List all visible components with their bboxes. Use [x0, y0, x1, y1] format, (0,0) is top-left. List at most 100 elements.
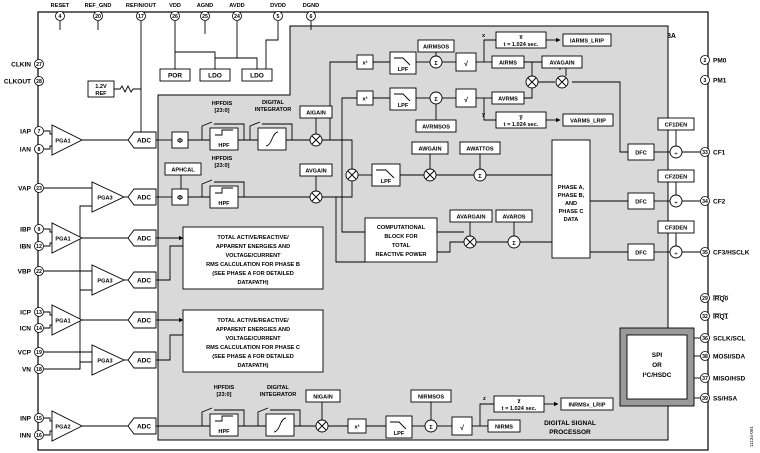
pin-dvdd[interactable] [273, 11, 283, 21]
pin-ian[interactable] [34, 144, 44, 154]
xbar-label: x [519, 35, 523, 41]
sqrt-block-n [451, 416, 473, 436]
integrator-switch [257, 407, 269, 426]
pin-cf2[interactable] [700, 196, 710, 206]
hpfdis-label: HPFDIS [212, 101, 233, 107]
pin-label: REF_GND [85, 3, 112, 9]
varms-lrip-label: VARMS_LRIP [570, 119, 606, 125]
time-constant-label: t = 1.024 sec. [504, 122, 539, 128]
spi-or-label: OR [652, 362, 662, 369]
pin-icp[interactable] [34, 307, 44, 317]
pin-irq1[interactable] [700, 311, 710, 321]
spi-block [626, 334, 688, 400]
pin-num: 28 [36, 79, 42, 85]
pin-num: 8 [38, 147, 41, 153]
pin-icn[interactable] [34, 323, 44, 333]
phase-data-label: DATA [564, 217, 579, 223]
pin-num: 26 [172, 14, 178, 20]
adc-label: ADC [137, 138, 151, 145]
pin-vn[interactable] [34, 364, 44, 374]
pin-agnd[interactable] [200, 11, 210, 21]
avrms-register [491, 91, 525, 105]
lpf-curve [394, 57, 411, 66]
time-constant-label: t = 1.024 sec. [502, 406, 537, 412]
pin-num: 7 [38, 129, 41, 135]
input-wiring [44, 130, 142, 436]
phase-b-line: RMS CALCULATION FOR PHASE B [206, 262, 300, 268]
pin-ss[interactable] [700, 393, 710, 403]
pin-inp[interactable] [34, 413, 44, 423]
pin-label: CF2 [713, 199, 726, 206]
pin-clkout[interactable] [34, 76, 44, 86]
pin-miso[interactable] [700, 373, 710, 383]
pin-cf3[interactable] [700, 247, 710, 257]
pin-avdd[interactable] [232, 11, 242, 21]
pin-ibp[interactable] [34, 224, 44, 234]
divider-cf3 [669, 245, 683, 259]
pin-pm0[interactable] [700, 55, 710, 65]
pin-label: AGND [197, 3, 213, 9]
pin-ref-gnd[interactable] [93, 11, 103, 21]
pin-label: ICN [20, 326, 32, 333]
pin-vap[interactable] [34, 183, 44, 193]
zbar-label: z [518, 399, 521, 405]
integrator-neutral: DIGITAL INTEGRATOR [257, 385, 301, 437]
left-pins: 27 CLKIN 28 CLKOUT 7 IAP 8 IAN 23 VAP 9 … [4, 59, 44, 440]
pin-num: 14 [36, 326, 42, 332]
pin-iap[interactable] [34, 126, 44, 136]
pin-reset[interactable] [55, 11, 65, 21]
pin-vdd[interactable] [170, 11, 180, 21]
avgain-box [299, 163, 333, 177]
amp-to-adc-wiring [82, 139, 128, 427]
phase-c-line: TOTAL ACTIVE/REACTIVE/ [217, 318, 289, 324]
pin-num: 25 [202, 14, 208, 20]
pin-irq0[interactable] [700, 293, 710, 303]
lpf-power [371, 163, 401, 187]
hpf-neutral: HPF HPFDIS [23:0] [201, 385, 245, 437]
pin-ibn[interactable] [34, 241, 44, 251]
adc-blocks: ADC ADC ADC ADC ADC ADC ADC [127, 131, 157, 435]
pin-label: IRQ1 [713, 314, 729, 321]
lpf-label: LPF [394, 431, 405, 437]
phase-b-line: APPARENT ENERGIES AND [216, 244, 290, 250]
avagain-box [541, 55, 583, 69]
pin-mosi[interactable] [700, 351, 710, 361]
right-pins: 2 PM0 3 PM1 33 CF1 34 CF2 35 CF3/HSCLK 2… [700, 55, 750, 403]
pin-cf1[interactable] [700, 147, 710, 157]
phase-data-block [551, 139, 591, 259]
phase-c-line: VOLTAGE/CURRENT [225, 336, 281, 342]
pin-label: RESET [51, 3, 70, 9]
pin-num: 19 [36, 350, 42, 356]
sqrt-label: √ [460, 424, 464, 432]
cf2den-label: CF2DEN [665, 175, 687, 181]
pga1-b [51, 222, 84, 254]
airmsos-label: AIRMSOS [423, 45, 449, 51]
pin-label: INP [20, 416, 32, 423]
pin-inn[interactable] [34, 430, 44, 440]
pin-refinout[interactable] [136, 11, 146, 21]
aphcal-label: APHCAL [171, 168, 195, 174]
adc-label: ADC [137, 195, 151, 202]
square-label: x² [363, 60, 368, 67]
aigain-label: AIGAIN [306, 111, 326, 117]
phase-c-line: (SEE PHASE A FOR DETAILED [212, 354, 294, 360]
pin-sclk[interactable] [700, 333, 710, 343]
multiply-icon [527, 77, 537, 87]
pin-dgnd[interactable] [306, 11, 316, 21]
lpf-neutral [385, 415, 413, 439]
pin-num: 13 [36, 310, 42, 316]
adc-label: ADC [137, 236, 151, 243]
hpf-switch [201, 121, 213, 140]
pin-num: 27 [36, 62, 42, 68]
integrator-bypass [262, 123, 293, 140]
pin-label: VN [22, 367, 31, 374]
pin-num: 29 [702, 296, 708, 302]
pga1-label: PGA1 [55, 139, 70, 145]
pin-label: VDD [169, 3, 181, 9]
pin-pm1[interactable] [700, 75, 710, 85]
phase-c-line: APPARENT ENERGIES AND [216, 327, 290, 333]
pga3-b [91, 264, 126, 296]
pin-vcp[interactable] [34, 347, 44, 357]
pin-clkin[interactable] [34, 59, 44, 69]
pin-vbp[interactable] [34, 266, 44, 276]
